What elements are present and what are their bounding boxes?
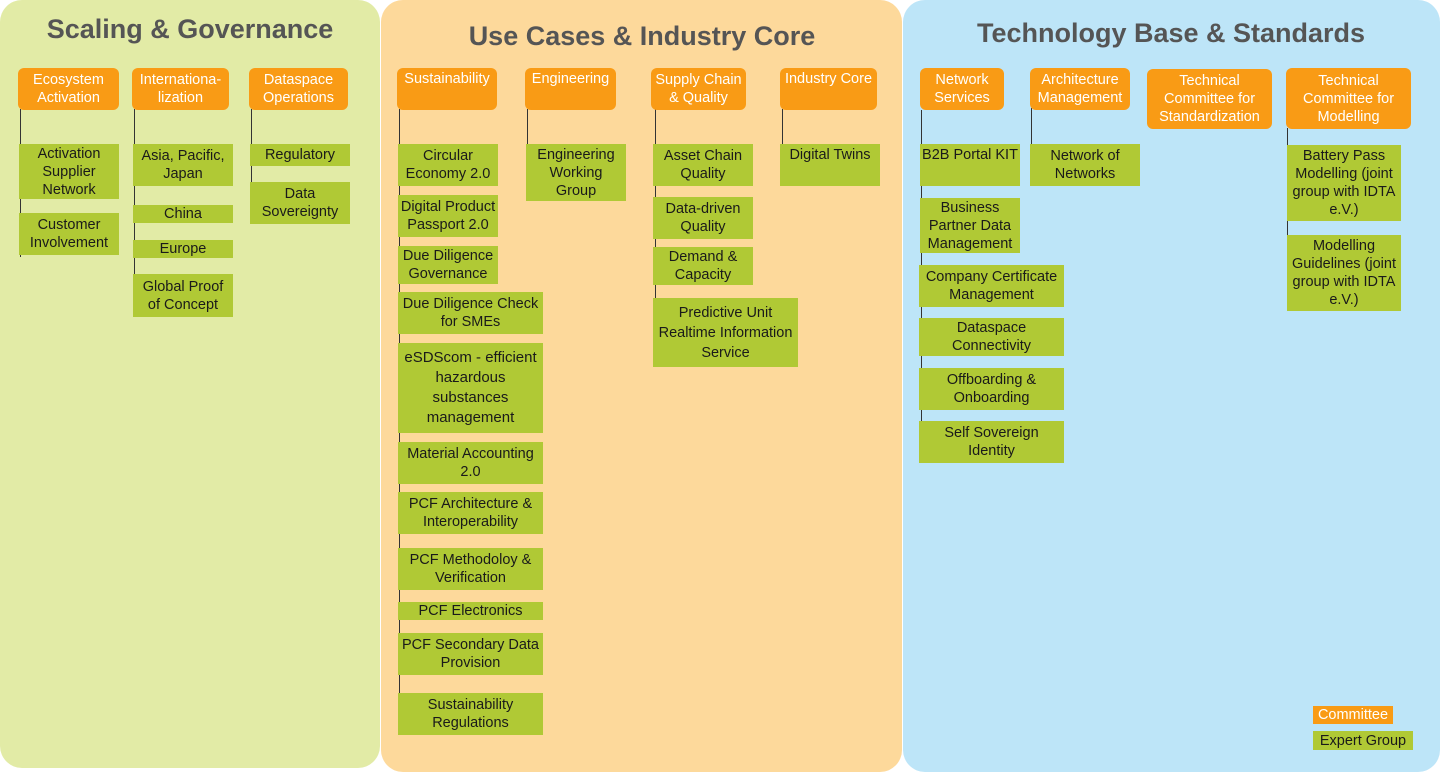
group-pcf-methodology: PCF Methodoloy & Verification <box>398 548 543 590</box>
connector-line <box>782 109 783 147</box>
committee-internationalization: Internationa-lization <box>132 68 229 110</box>
group-global-proof-of-concept: Global Proof of Concept <box>133 274 233 317</box>
group-esdscom: eSDScom - efficient hazardous substances… <box>398 343 543 433</box>
committee-tc-modelling: Technical Committee for Modelling <box>1286 68 1411 129</box>
group-dataspace-connectivity: Dataspace Connectivity <box>919 318 1064 356</box>
group-company-certificate: Company Certificate Management <box>919 265 1064 307</box>
group-europe: Europe <box>133 240 233 258</box>
technology-base-title: Technology Base & Standards <box>976 18 1366 48</box>
group-modelling-guidelines: Modelling Guidelines (joint group with I… <box>1287 235 1401 311</box>
group-data-sovereignty: Data Sovereignty <box>250 182 350 224</box>
connector-line <box>527 109 528 147</box>
group-circular-economy: Circular Economy 2.0 <box>398 144 498 186</box>
group-asset-chain-quality: Asset Chain Quality <box>653 144 753 186</box>
group-network-of-networks: Network of Networks <box>1030 144 1140 186</box>
committee-industry-core: Industry Core <box>780 68 877 110</box>
group-digital-twins: Digital Twins <box>780 144 880 186</box>
group-activation-supplier-network: Activation Supplier Network <box>19 144 119 199</box>
committee-architecture-management: Architecture Management <box>1030 68 1130 110</box>
group-b2b-portal-kit: B2B Portal KIT <box>920 144 1020 186</box>
group-china: China <box>133 205 233 223</box>
committee-ecosystem-activation: Ecosystem Activation <box>18 68 119 110</box>
committee-network-services: Network Services <box>920 68 1004 110</box>
group-pcf-architecture: PCF Architecture & Interoperability <box>398 492 543 534</box>
group-asia-pacific-japan: Asia, Pacific, Japan <box>133 144 233 186</box>
group-predictive-unit: Predictive Unit Realtime Information Ser… <box>653 298 798 367</box>
scaling-governance-title: Scaling & Governance <box>46 14 334 44</box>
group-data-driven-quality: Data-driven Quality <box>653 197 753 239</box>
committee-supply-chain-quality: Supply Chain & Quality <box>651 68 746 110</box>
group-material-accounting: Material Accounting 2.0 <box>398 442 543 484</box>
group-customer-involvement: Customer Involvement <box>19 213 119 255</box>
legend-expert-group: Expert Group <box>1313 731 1413 750</box>
group-demand-capacity: Demand & Capacity <box>653 247 753 285</box>
group-pcf-electronics: PCF Electronics <box>398 602 543 620</box>
committee-engineering: Engineering <box>525 68 616 110</box>
connector-line <box>134 109 135 277</box>
scaling-governance-panel <box>0 0 380 768</box>
group-engineering-working-group: Engineering Working Group <box>526 144 626 201</box>
legend-committee: Committee <box>1313 706 1393 724</box>
group-business-partner-data: Business Partner Data Management <box>920 198 1020 253</box>
use-cases-title: Use Cases & Industry Core <box>468 21 816 51</box>
committee-tc-standardization: Technical Committee for Standardization <box>1147 69 1272 129</box>
group-offboarding-onboarding: Offboarding & Onboarding <box>919 368 1064 410</box>
group-due-diligence-check: Due Diligence Check for SMEs <box>398 292 543 334</box>
connector-line <box>1031 108 1032 148</box>
committee-dataspace-operations: Dataspace Operations <box>249 68 348 110</box>
group-pcf-secondary-data: PCF Secondary Data Provision <box>398 633 543 675</box>
group-battery-pass-modelling: Battery Pass Modelling (joint group with… <box>1287 145 1401 221</box>
committee-sustainability: Sustainability <box>397 68 497 110</box>
group-self-sovereign-identity: Self Sovereign Identity <box>919 421 1064 463</box>
group-due-diligence-governance: Due Diligence Governance <box>398 246 498 284</box>
group-digital-product-passport: Digital Product Passport 2.0 <box>398 195 498 237</box>
group-sustainability-regulations: Sustainability Regulations <box>398 693 543 735</box>
group-regulatory: Regulatory <box>250 144 350 166</box>
